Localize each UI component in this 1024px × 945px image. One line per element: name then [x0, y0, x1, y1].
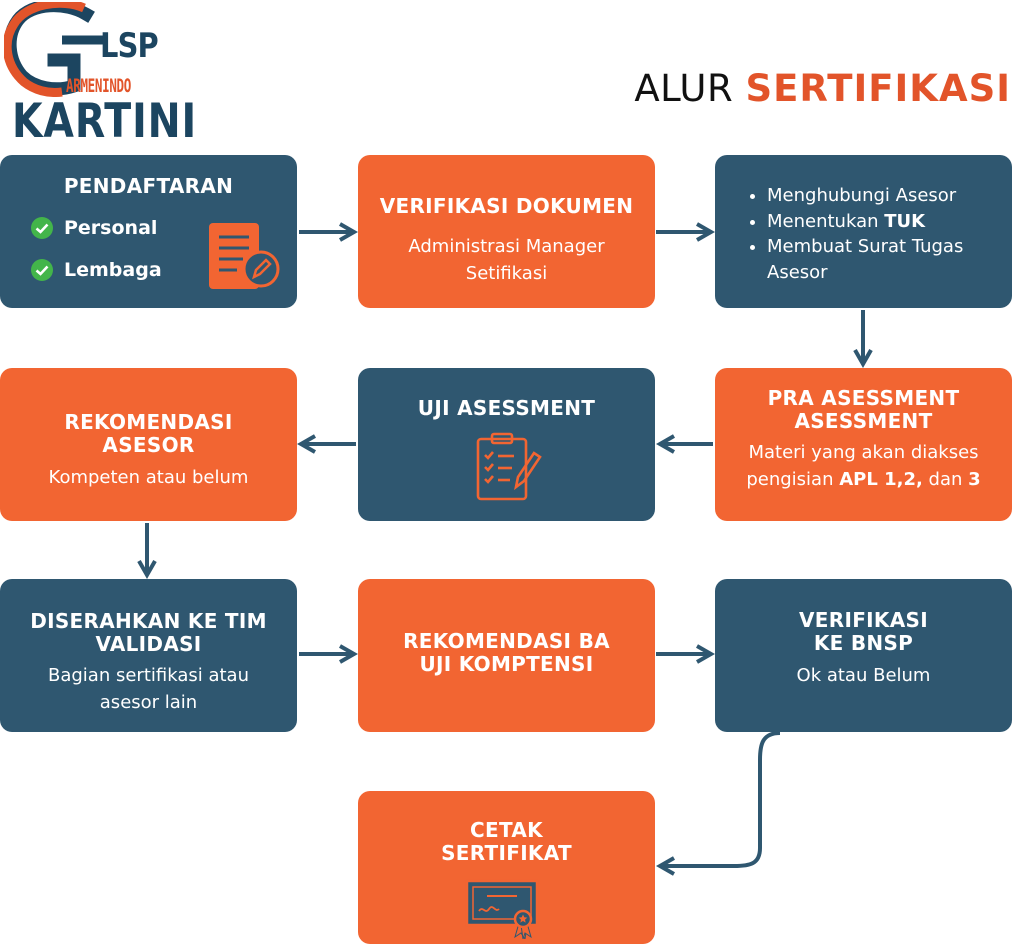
step-pra-asessment: PRA ASESSMENT ASESSMENT Materi yang akan…	[715, 368, 1012, 521]
title-line: ASESSMENT	[794, 409, 933, 433]
registration-options: Personal Lembaga	[30, 215, 162, 283]
description-line: asesor lain	[99, 692, 198, 713]
title-line: REKOMENDASI BA	[403, 629, 610, 653]
title-line: VERIFIKASI	[799, 608, 928, 632]
description-line: Setifikasi	[465, 263, 548, 284]
text-bold: 3	[968, 469, 981, 490]
page-title: ALUR SERTIFIKASI	[634, 67, 1011, 110]
step-diserahkan: DISERAHKAN KE TIM VALIDASI Bagian sertif…	[0, 579, 297, 732]
step-tugas-asesor: Menghubungi Asesor Menentukan TUK Membua…	[715, 155, 1012, 308]
title-line: PRA ASESSMENT	[767, 386, 960, 410]
title-line: KE BNSP	[813, 631, 914, 655]
step-title: DISERAHKAN KE TIM VALIDASI	[0, 610, 297, 656]
document-pencil-icon	[209, 223, 280, 289]
step-title: UJI ASESSMENT	[417, 396, 596, 420]
list-item: Lembaga	[30, 257, 162, 283]
title-line: REKOMENDASI	[64, 410, 233, 434]
step-pendaftaran: PENDAFTARAN Personal Lembaga	[0, 155, 297, 308]
text-part: pengisian	[746, 469, 840, 490]
step-title: CETAK SERTIFIKAT	[358, 819, 655, 865]
title-line: CETAK	[470, 818, 543, 842]
step-verifikasi-dokumen: VERIFIKASI DOKUMEN Administrasi Manager …	[358, 155, 655, 308]
list-item: Menghubungi Asesor	[767, 183, 963, 209]
step-cetak-sertifikat: CETAK SERTIFIKAT	[358, 791, 655, 944]
step-description: Kompeten atau belum	[48, 467, 249, 488]
certificate-icon	[465, 879, 539, 939]
task-text: Menentukan	[767, 210, 885, 232]
step-title: REKOMENDASI BA UJI KOMPTENSI	[358, 630, 655, 676]
description-line: pengisian APL 1,2, dan 3	[715, 466, 1012, 493]
step-description: Administrasi Manager Setifikasi	[358, 233, 655, 287]
step-description: Bagian sertifikasi atau asesor lain	[0, 662, 297, 716]
option-label: Lembaga	[64, 259, 162, 281]
step-title: VERIFIKASI KE BNSP	[715, 609, 1012, 655]
list-item-continuation: Asesor	[767, 261, 828, 283]
text-part: dan	[922, 469, 969, 490]
check-circle-icon	[31, 259, 53, 281]
step-uji-asessment: UJI ASESSMENT	[358, 368, 655, 521]
list-item: Personal	[30, 215, 162, 241]
text-bold: APL 1,2,	[839, 469, 923, 490]
logo: LSP ARMENINDO KARTINI	[4, 2, 196, 149]
logo-armenindo-text: ARMENINDO	[66, 75, 131, 97]
task-bold: TUK	[884, 210, 926, 232]
description-line: Materi yang akan diakses	[748, 442, 979, 463]
list-item: Menentukan TUK	[767, 209, 963, 235]
step-description: Materi yang akan diakses pengisian APL 1…	[715, 439, 1012, 493]
step-rekomendasi-ba: REKOMENDASI BA UJI KOMPTENSI	[358, 579, 655, 732]
checklist-icon	[476, 432, 542, 501]
task-list: Menghubungi Asesor Menentukan TUK Membua…	[735, 183, 963, 285]
step-rekomendasi-asesor: REKOMENDASI ASESOR Kompeten atau belum	[0, 368, 297, 521]
list-item: Membuat Surat Tugas	[767, 234, 963, 260]
logo-g-mark-icon	[4, 2, 108, 97]
check-circle-icon	[31, 217, 53, 239]
logo-kartini-text: KARTINI	[12, 94, 198, 149]
title-line: DISERAHKAN KE TIM	[30, 609, 267, 633]
step-description: Ok atau Belum	[796, 665, 931, 686]
step-title: PRA ASESSMENT ASESSMENT	[715, 387, 1012, 433]
title-line: UJI KOMPTENSI	[419, 652, 594, 676]
arrow-9-10	[655, 731, 781, 876]
description-line: Bagian sertifikasi atau	[48, 665, 249, 686]
description-line: Administrasi Manager	[408, 236, 605, 257]
step-title: VERIFIKASI DOKUMEN	[379, 194, 634, 218]
title-prefix: ALUR	[634, 67, 734, 110]
option-label: Personal	[64, 217, 158, 239]
title-line: VALIDASI	[95, 632, 202, 656]
title-line: SERTIFIKAT	[441, 841, 572, 865]
logo-lsp-text: LSP	[100, 26, 159, 66]
step-title: REKOMENDASI ASESOR	[0, 411, 297, 457]
title-line: ASESOR	[102, 433, 195, 457]
step-title: PENDAFTARAN	[63, 174, 234, 198]
step-verifikasi-bnsp: VERIFIKASI KE BNSP Ok atau Belum	[715, 579, 1012, 732]
title-accent: SERTIFIKASI	[745, 67, 1011, 110]
